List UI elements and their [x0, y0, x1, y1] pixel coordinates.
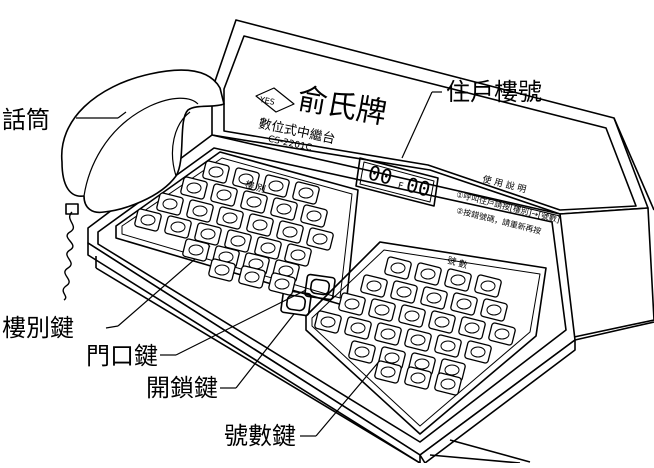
number-key-cap	[374, 304, 390, 316]
number-key-cap	[404, 310, 420, 322]
building-key-cap	[238, 173, 254, 185]
building-key-cap	[260, 242, 276, 254]
building-key-cap	[246, 196, 262, 208]
number-key-cap	[410, 372, 426, 384]
number-keys-callout: 號數鍵	[224, 422, 296, 450]
number-key-cap	[444, 364, 460, 376]
building-key-cap	[216, 189, 232, 201]
door-key-leader	[175, 289, 307, 356]
building-key-cap	[200, 228, 216, 240]
number-key-panel	[305, 241, 547, 435]
display-left-digits: 00	[366, 160, 395, 189]
building-keys-callout: 樓別鍵	[2, 314, 74, 342]
building-key-cap	[244, 271, 260, 283]
building-key-cap	[298, 187, 314, 199]
number-key-cap	[480, 280, 496, 292]
building-key-cap	[306, 210, 322, 222]
building-key-cap	[186, 182, 202, 194]
led-display	[355, 157, 439, 207]
number-key-cap	[450, 274, 466, 286]
building-key-cap	[276, 203, 292, 215]
display-leader	[401, 91, 433, 159]
resident-floor-callout: 住戶樓號	[446, 78, 542, 106]
number-key-cap	[410, 334, 426, 346]
logo-text: YES	[258, 95, 276, 107]
number-key-cap	[396, 286, 412, 298]
number-key-cap	[380, 328, 396, 340]
number-key-cap	[420, 268, 436, 280]
number-key-cap	[390, 262, 406, 274]
building-key-cap	[268, 180, 284, 192]
logo-badge	[255, 87, 295, 113]
unlock-key[interactable]	[280, 289, 312, 317]
building-key-cap	[222, 212, 238, 224]
building-key-cap	[188, 244, 204, 256]
building-key-cap	[230, 235, 246, 247]
building-key-cap	[140, 214, 156, 226]
unlock-key-callout: 開鎖鍵	[146, 374, 218, 402]
display-panel-face	[223, 35, 637, 211]
building-key-cap	[274, 278, 290, 290]
number-key-cap	[384, 352, 400, 364]
door-key-callout: 門口鍵	[86, 342, 158, 370]
number-key-cap	[380, 366, 396, 378]
building-key-cap	[252, 219, 268, 231]
number-key-cap	[350, 322, 366, 334]
number-key-cap	[456, 298, 472, 310]
number-key-cap	[486, 304, 502, 316]
display-right-digits: 00	[404, 172, 433, 201]
building-key-cap	[170, 221, 186, 233]
building-key-cap	[214, 264, 230, 276]
cord-plug	[65, 203, 79, 215]
number-key-cap	[426, 292, 442, 304]
building-key-cap	[282, 226, 298, 238]
number-key-cap	[344, 298, 360, 310]
building-key-cap	[208, 166, 224, 178]
number-key-cap	[440, 340, 456, 352]
instructions-underline	[467, 193, 561, 217]
number-key-cap	[470, 346, 486, 358]
building-key-cap	[290, 249, 306, 261]
number-key-cap	[434, 316, 450, 328]
handset-callout: 話筒	[2, 106, 50, 134]
number-key-cap	[414, 358, 430, 370]
number-key-cap	[464, 322, 480, 334]
coiled-cord	[62, 211, 75, 301]
building-key-cap	[162, 198, 178, 210]
building-key-cap	[312, 233, 328, 245]
number-key-leader	[315, 357, 383, 437]
unlock-key-leader	[235, 313, 295, 389]
number-key-cap	[320, 316, 336, 328]
display-floor-letter: F	[397, 181, 404, 192]
number-key-cap	[494, 328, 510, 340]
number-key-cap	[354, 346, 370, 358]
number-keys-grid	[314, 256, 516, 396]
door-key[interactable]	[304, 273, 336, 301]
deck-inner-border	[97, 147, 567, 443]
number-key-cap	[366, 280, 382, 292]
number-key-cap	[440, 378, 456, 390]
building-key-cap	[192, 205, 208, 217]
building-keys-grid	[134, 160, 334, 296]
building-key-panel	[115, 151, 359, 307]
console-right-side	[559, 207, 654, 341]
